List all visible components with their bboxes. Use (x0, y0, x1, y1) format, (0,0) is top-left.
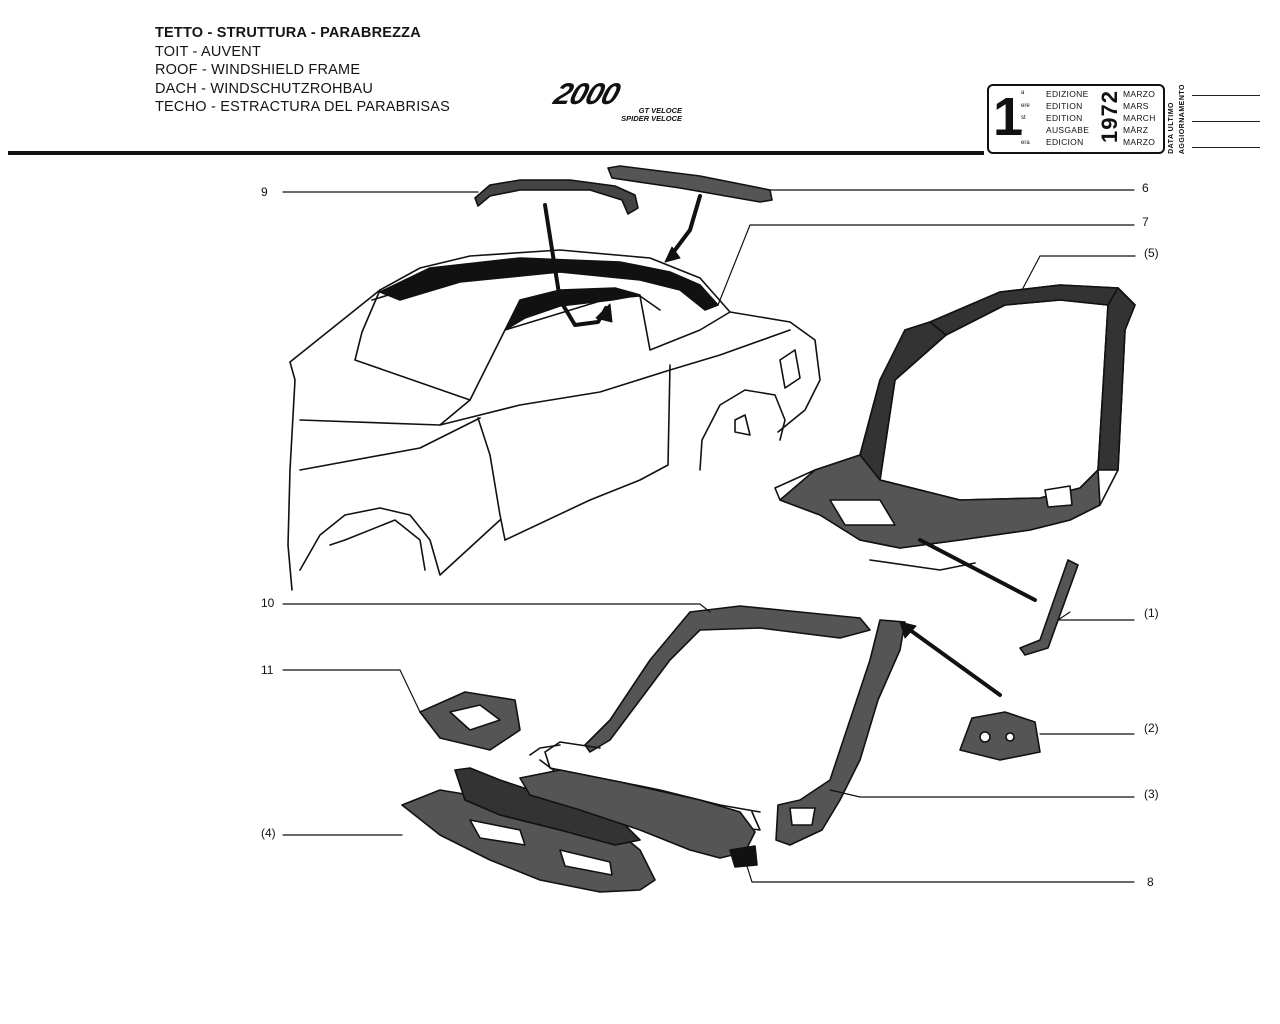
edition-label: EDITION (1046, 101, 1083, 111)
edition-label: AUSGABE (1046, 125, 1090, 135)
title-german: DACH - WINDSCHUTZROHBAU (155, 80, 374, 97)
callout-8: 8 (1147, 875, 1154, 889)
callout-3: (3) (1144, 787, 1159, 801)
leader-lines (282, 189, 1136, 883)
callout-2: (2) (1144, 721, 1159, 735)
logo-gt-veloce: GT VELOCE (638, 106, 682, 115)
arrow-to-frame (918, 538, 1037, 602)
part-4-cowl-panel (401, 767, 656, 893)
part-5-windshield-frame-assembly (774, 284, 1136, 571)
edition-month: MÄRZ (1123, 125, 1149, 135)
callout-7: 7 (1142, 215, 1149, 229)
edition-number: 1 (993, 87, 1024, 147)
edition-box: 1 a ere st . era EDIZIONE EDITION EDITIO… (987, 84, 1165, 154)
callout-11: 11 (261, 663, 274, 677)
update-entry-line (1192, 95, 1260, 96)
edition-label: EDITION (1046, 113, 1083, 123)
update-entry-line (1192, 147, 1260, 148)
part-3-a-pillar (775, 619, 906, 846)
edition-month: MARZO (1123, 89, 1156, 99)
edition-sup: era (1021, 140, 1030, 146)
part-11-vent-box (419, 691, 521, 751)
edition-sup: st (1021, 115, 1026, 121)
arrow-to-roof (670, 194, 702, 256)
part-1-pillar-brace (1019, 559, 1079, 656)
edition-label: EDIZIONE (1046, 89, 1089, 99)
car-body-illustration (287, 249, 821, 591)
title-block: TETTO - STRUTTURA - PARABREZZA TOIT - AU… (155, 24, 450, 117)
title-italian: TETTO - STRUTTURA - PARABREZZA (155, 25, 421, 41)
edition-label: EDICION (1046, 137, 1084, 147)
arrow-head (899, 621, 917, 639)
title-spanish: TECHO - ESTRACTURA DEL PARABRISAS (155, 99, 451, 115)
title-french: TOIT - AUVENT (155, 43, 261, 60)
edition-month: MARCH (1123, 113, 1156, 123)
edition-sup: . (1021, 127, 1023, 133)
part-9-roof-rail (474, 179, 639, 215)
edition-sup: ere (1021, 103, 1030, 109)
edition-sup: a (1021, 90, 1025, 96)
logo-spider-veloce: SPIDER VELOCE (621, 114, 682, 123)
callout-9: 9 (261, 185, 268, 199)
edition-month: MARS (1123, 101, 1149, 111)
callout-5: (5) (1144, 246, 1159, 260)
callout-4: (4) (261, 826, 276, 840)
part-8-lower-crossmember (519, 769, 758, 868)
model-logo: 2000 GT VELOCE SPIDER VELOCE (550, 78, 690, 123)
header-rule (8, 151, 984, 155)
callout-1: (1) (1144, 606, 1159, 620)
update-entry-line (1192, 121, 1260, 122)
arrow-head (664, 246, 681, 263)
arrow-to-pillar (908, 628, 1002, 697)
edition-month: MARZO (1123, 137, 1156, 147)
part-2-bracket (959, 711, 1041, 761)
callout-10: 10 (261, 596, 275, 610)
arrow-head (595, 303, 613, 323)
title-english: ROOF - WINDSHIELD FRAME (155, 62, 361, 78)
part-6-roof-front-panel (607, 165, 773, 203)
callout-6: 6 (1142, 181, 1149, 195)
